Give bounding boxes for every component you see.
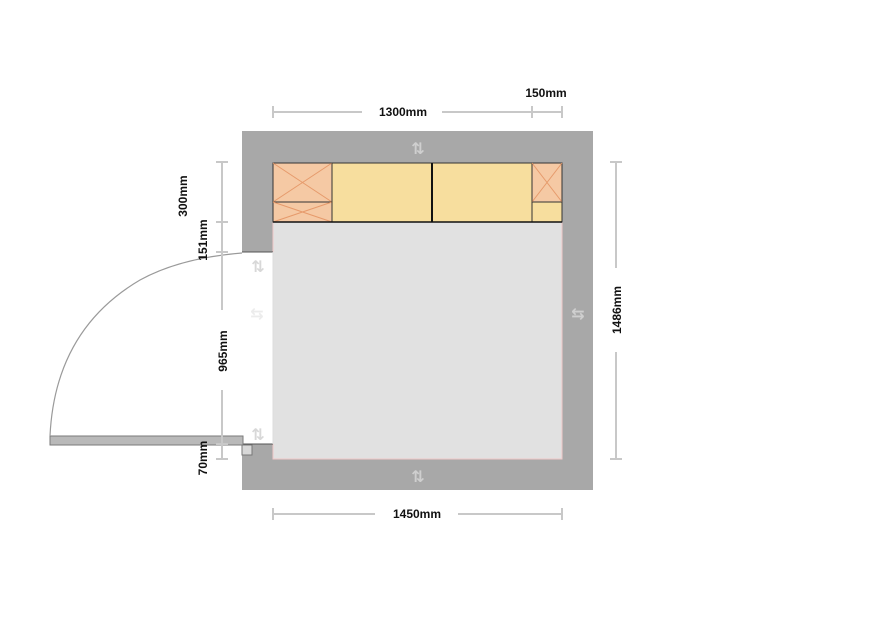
kitchen-units xyxy=(272,162,563,223)
cross-line xyxy=(272,162,333,203)
base-unit-2[interactable] xyxy=(431,162,533,223)
base-unit-1[interactable] xyxy=(331,162,433,223)
dimension-right-depth: 1486mm xyxy=(610,161,624,460)
dimension-label[interactable]: 300mm xyxy=(176,175,190,216)
dimension-label[interactable]: 1450mm xyxy=(393,507,441,521)
swap-vertical-icon[interactable]: ⇅ xyxy=(251,257,264,276)
dimension-label[interactable]: 965mm xyxy=(216,330,230,371)
tall-unit-left[interactable] xyxy=(272,162,333,223)
swap-vertical-icon[interactable]: ⇅ xyxy=(411,139,424,158)
swap-vertical-icon[interactable]: ⇅ xyxy=(251,425,264,444)
cross-line xyxy=(272,201,333,223)
dimension-label[interactable]: 1486mm xyxy=(610,286,624,334)
dimension-top-right-gap: 150mm xyxy=(525,86,567,118)
swap-horizontal-icon[interactable]: ⇆ xyxy=(250,304,263,323)
wall-handles: ⇅ ⇅ ⇆ ⇅ ⇆ ⇅ xyxy=(250,139,584,486)
wall-left-upper xyxy=(242,131,273,252)
dimension-label[interactable]: 151mm xyxy=(196,219,210,260)
door-gap xyxy=(242,252,273,444)
wall-right xyxy=(562,131,593,490)
swap-horizontal-icon[interactable]: ⇆ xyxy=(571,304,584,323)
swap-vertical-icon[interactable]: ⇅ xyxy=(411,467,424,486)
tall-unit-right[interactable] xyxy=(531,162,563,223)
dimension-left-chain: 300mm 151mm 965mm 70mm xyxy=(176,161,230,476)
walls xyxy=(242,131,593,490)
base-unit-right-lower xyxy=(531,201,563,223)
dimension-label[interactable]: 150mm xyxy=(525,86,566,100)
dimension-bottom-width: 1450mm xyxy=(272,507,563,521)
door-leaf[interactable] xyxy=(49,435,244,446)
wall-bottom xyxy=(242,459,593,490)
cross-line xyxy=(531,162,563,203)
dimension-label[interactable]: 1300mm xyxy=(379,105,427,119)
dimension-top-width: 1300mm xyxy=(272,105,533,119)
dimension-label[interactable]: 70mm xyxy=(196,441,210,476)
door-hinge-block xyxy=(241,444,253,456)
door-opening[interactable] xyxy=(49,251,274,456)
door-swing-arc xyxy=(49,252,243,437)
wall-top xyxy=(242,131,593,163)
